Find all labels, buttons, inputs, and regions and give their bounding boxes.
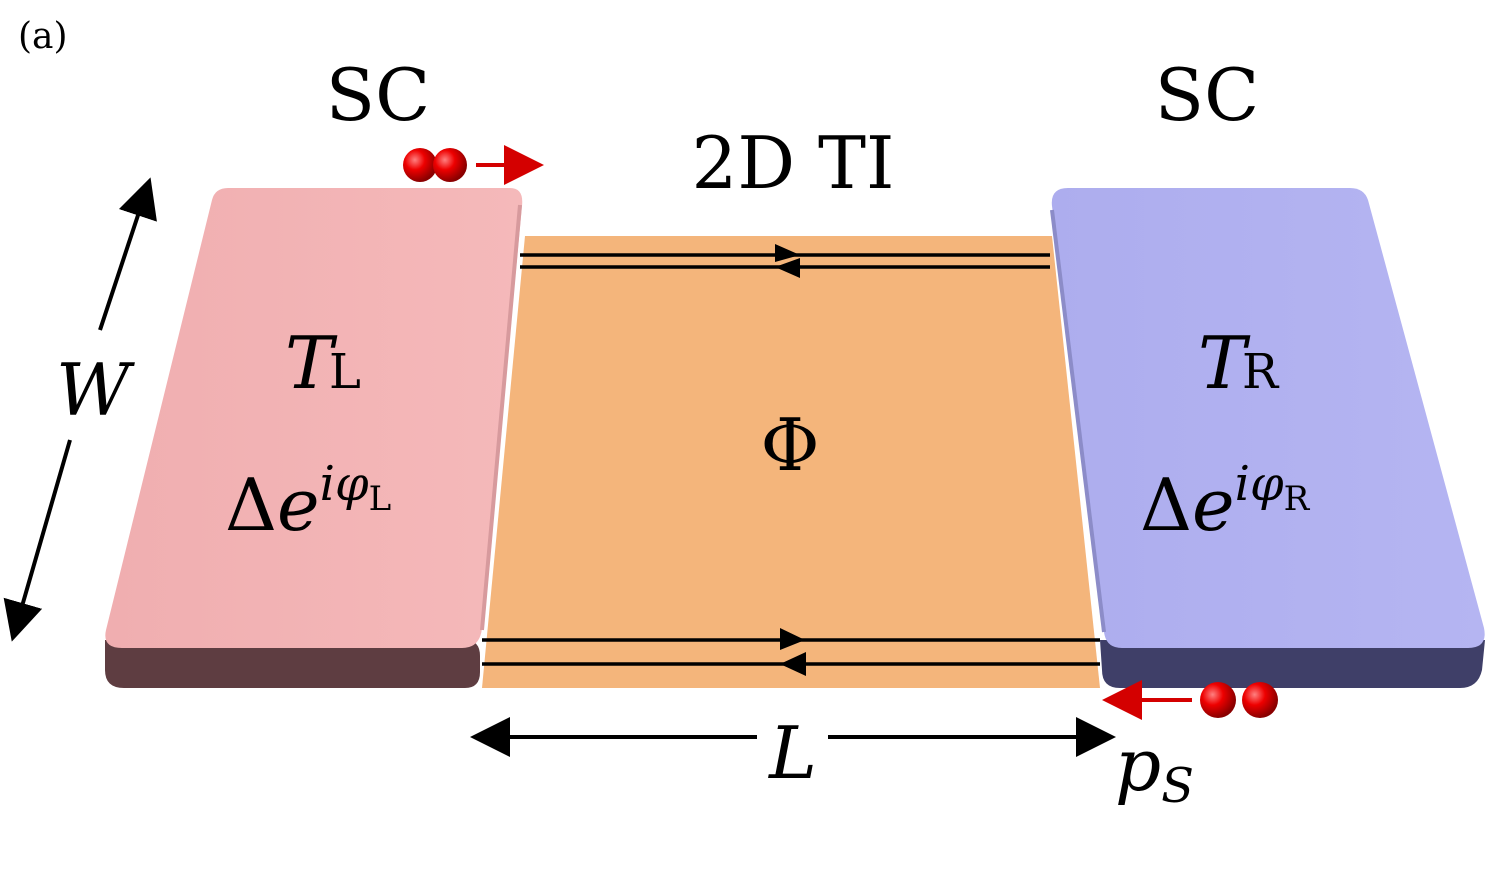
right-superconductor (1050, 188, 1485, 688)
edge-arrow-top-right (775, 244, 800, 262)
length-label: L (767, 711, 817, 795)
edge-arrow-top-left (775, 258, 800, 278)
cooper-pair-right (1102, 680, 1278, 720)
left-temperature: TL (285, 321, 361, 405)
panel-label: (a) (18, 16, 68, 57)
left-sc-top (105, 188, 523, 648)
left-sc-side (105, 640, 480, 688)
right-sc-title: SC (1155, 53, 1259, 137)
right-sc-top (1051, 188, 1485, 648)
width-label: W (56, 348, 135, 432)
right-gap: ΔeiφR (1140, 456, 1311, 547)
ti-junction (482, 236, 1100, 688)
flux-label: Φ (760, 403, 819, 487)
ti-title: 2D TI (692, 121, 895, 205)
left-sc-title: SC (326, 53, 430, 137)
edge-arrow-bottom-left (780, 652, 806, 676)
left-gap: ΔeiφL (225, 456, 391, 547)
cooper-pair-left (403, 145, 544, 185)
right-temperature: TR (1198, 321, 1280, 405)
ti-slab (482, 236, 1100, 688)
left-superconductor (105, 188, 523, 688)
momentum-label: pS (1115, 723, 1194, 814)
right-sc-side (1100, 640, 1485, 688)
edge-arrow-bottom-right (780, 628, 805, 650)
width-arrow (3, 177, 157, 642)
